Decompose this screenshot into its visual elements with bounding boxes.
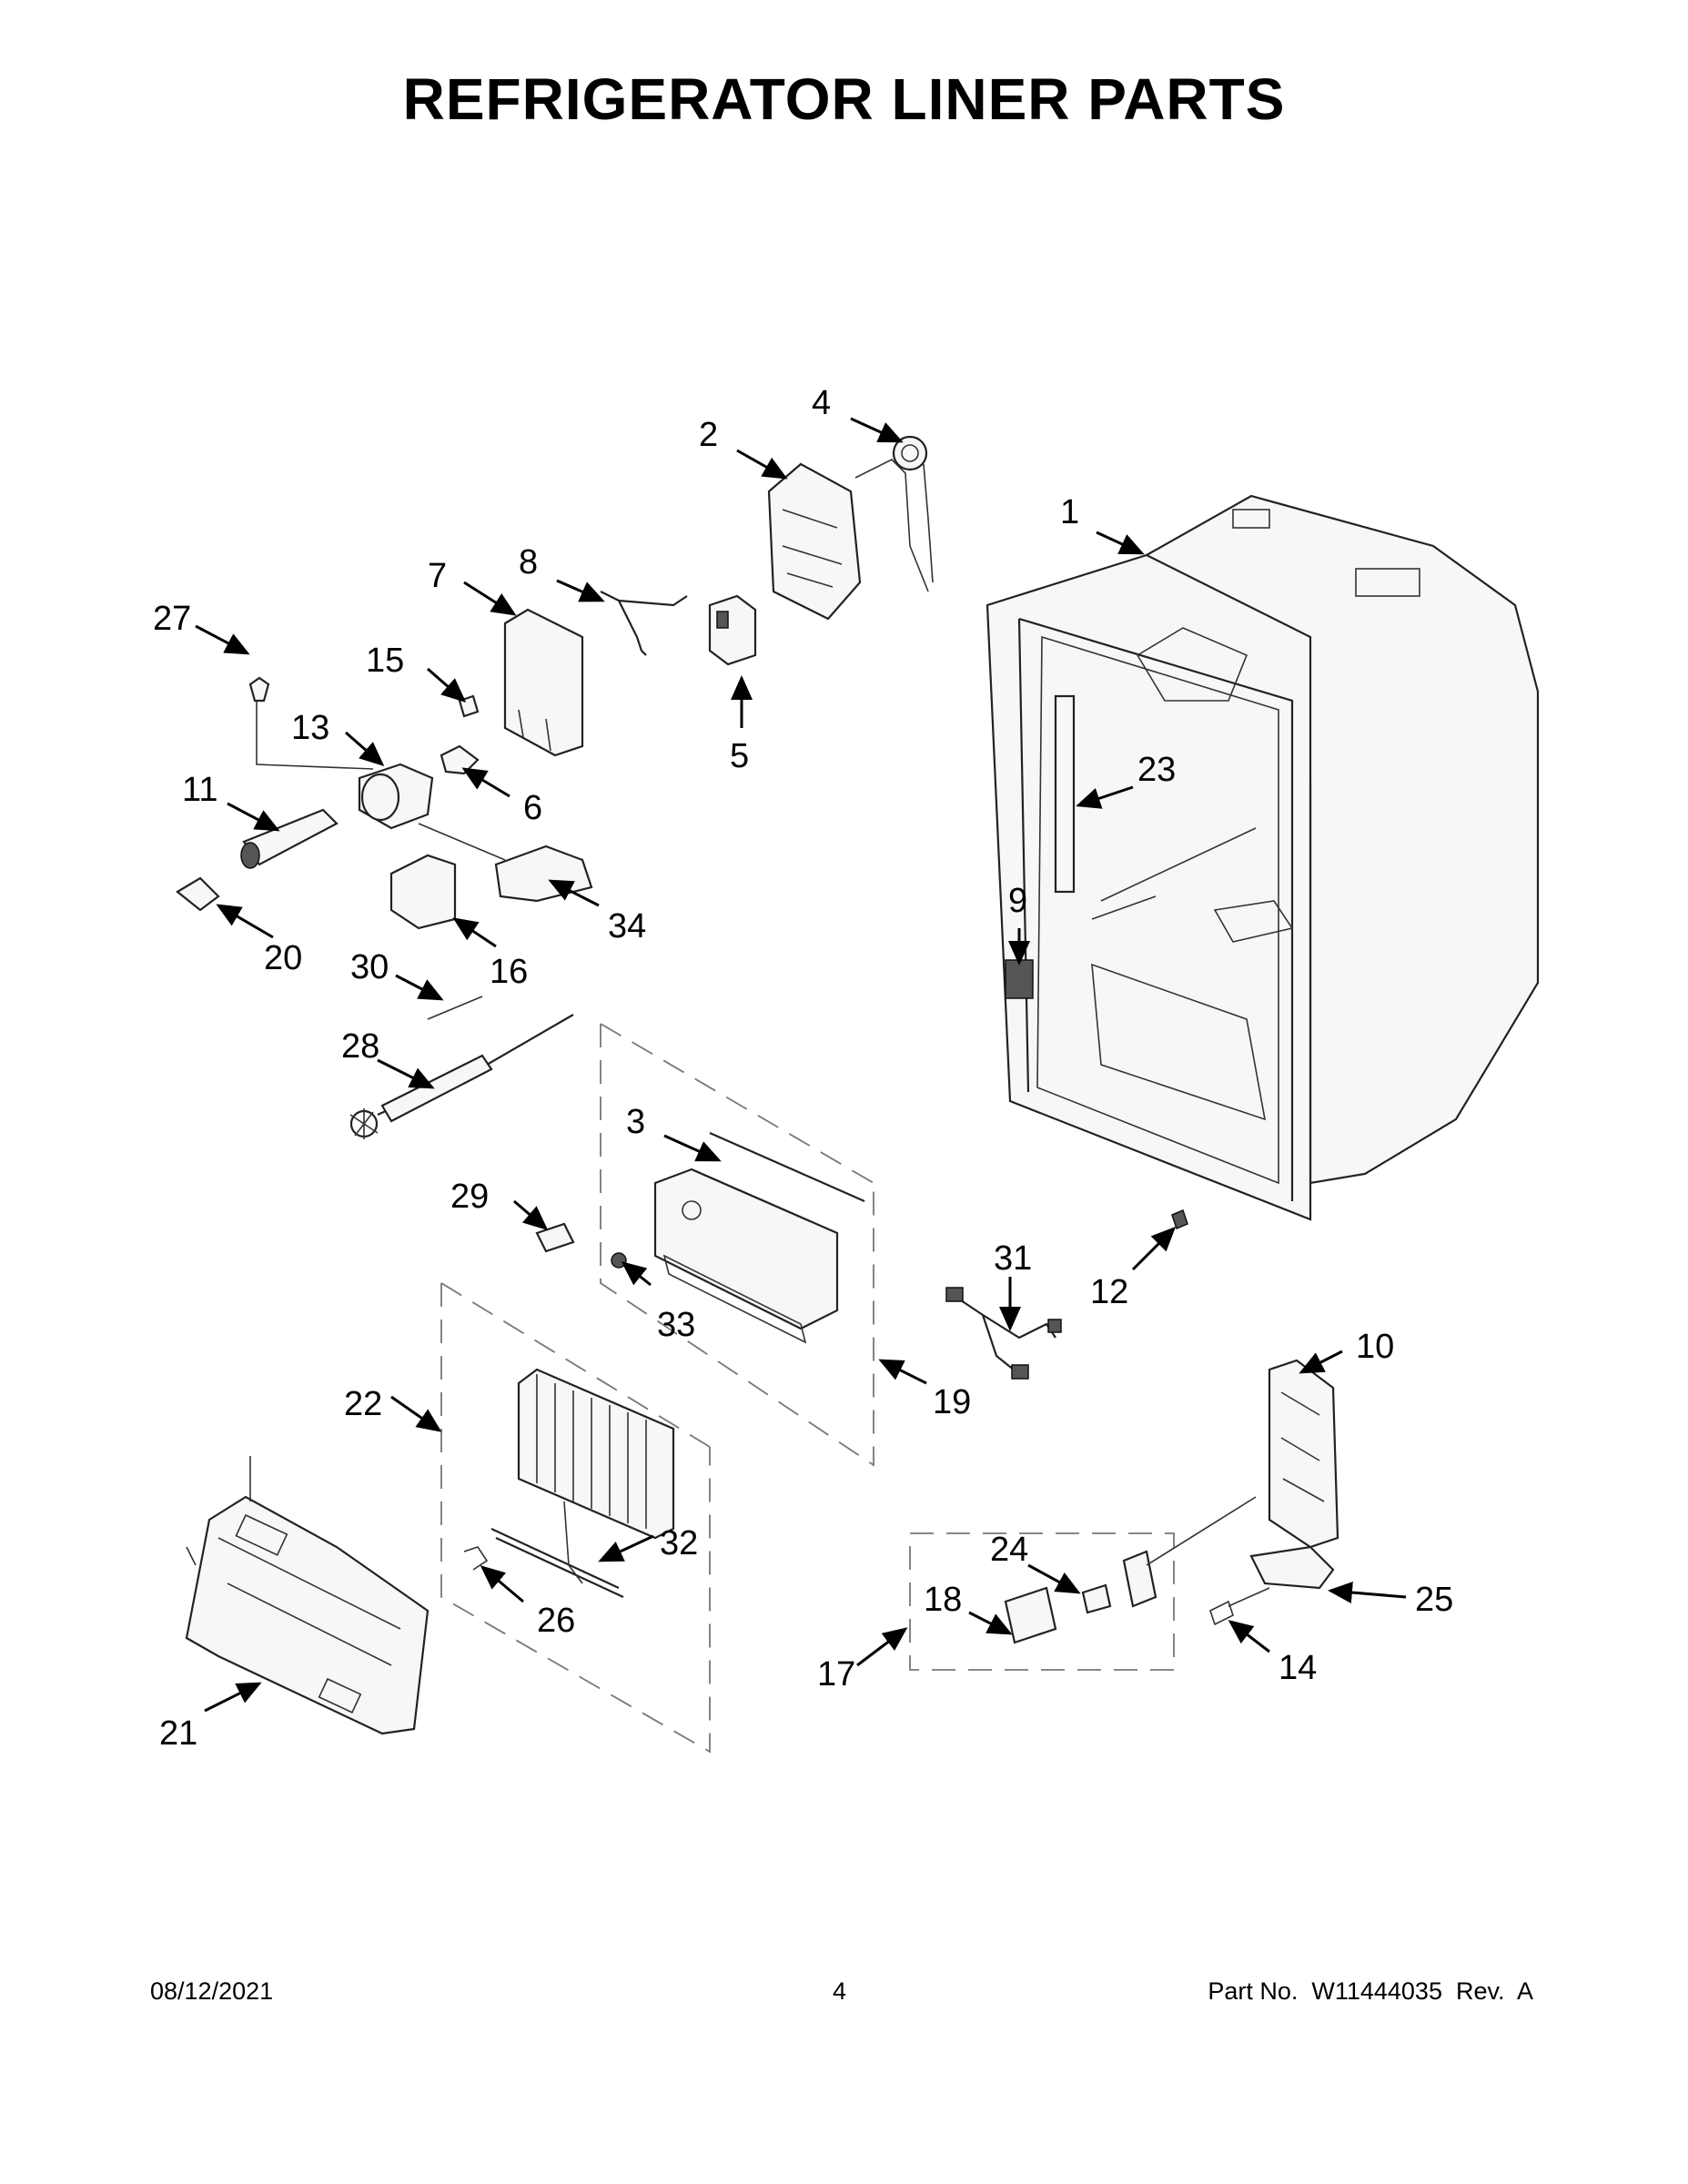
callout-1: 1 [1060, 493, 1079, 531]
callout-16: 16 [490, 953, 528, 991]
leader-arrows [195, 417, 1407, 1713]
callout-13: 13 [291, 709, 329, 747]
callout-25: 25 [1415, 1581, 1453, 1619]
callout-11: 11 [182, 771, 217, 809]
callout-6: 6 [523, 789, 542, 827]
callout-27: 27 [153, 600, 191, 638]
callout-7: 7 [428, 557, 447, 595]
callout-8: 8 [519, 543, 538, 581]
callout-31: 31 [994, 1239, 1032, 1278]
callout-14: 14 [1279, 1649, 1317, 1687]
valve-assembly [708, 594, 757, 666]
callout-26: 26 [537, 1602, 575, 1640]
wire-harness [945, 1287, 1062, 1380]
callout-18: 18 [924, 1581, 962, 1619]
footer-date: 08/12/2021 [150, 1977, 274, 2005]
callout-15: 15 [366, 642, 404, 680]
callout-23: 23 [1137, 751, 1176, 789]
footer-page-number: 4 [833, 1977, 847, 2005]
callout-28: 28 [341, 1027, 379, 1066]
callout-2: 2 [699, 416, 718, 454]
lower-bracket [1209, 1545, 1335, 1626]
rear-panel [185, 1456, 430, 1735]
callout-33: 33 [657, 1306, 695, 1344]
dispenser-panel [1268, 1359, 1339, 1549]
filter-door-group [909, 1496, 1257, 1671]
callout-labels: 1 2 3 4 5 6 7 8 9 10 11 12 13 14 15 16 1… [153, 384, 1453, 1753]
callout-34: 34 [608, 907, 646, 945]
callout-10: 10 [1356, 1328, 1394, 1366]
callout-12: 12 [1090, 1273, 1128, 1311]
wire-tube [600, 591, 688, 656]
evaporator-cover-tray [600, 1023, 874, 1467]
callout-9: 9 [1008, 882, 1027, 920]
damper-housing [767, 435, 934, 621]
callout-17: 17 [817, 1655, 855, 1694]
footer-part-number: Part No. W11444035 Rev. A [1208, 1977, 1533, 2005]
evaporator-coil [440, 1282, 711, 1754]
callout-4: 4 [812, 384, 831, 422]
callout-22: 22 [344, 1385, 382, 1423]
callout-30: 30 [350, 948, 389, 986]
callout-29: 29 [450, 1178, 489, 1216]
housing-cover [503, 608, 584, 757]
callout-5: 5 [730, 737, 749, 775]
fan-rod-assembly [349, 996, 574, 1139]
callout-20: 20 [264, 939, 302, 977]
callout-3: 3 [626, 1103, 645, 1141]
callout-32: 32 [660, 1524, 698, 1562]
filter-housing-cluster [176, 676, 593, 930]
page-title: REFRIGERATOR LINER PARTS [402, 66, 1286, 132]
callout-19: 19 [933, 1383, 971, 1421]
liner-box [986, 494, 1540, 1221]
callout-21: 21 [159, 1714, 197, 1753]
callout-24: 24 [990, 1531, 1028, 1569]
foam-pad [535, 1222, 575, 1253]
small-clip [1171, 1208, 1188, 1230]
